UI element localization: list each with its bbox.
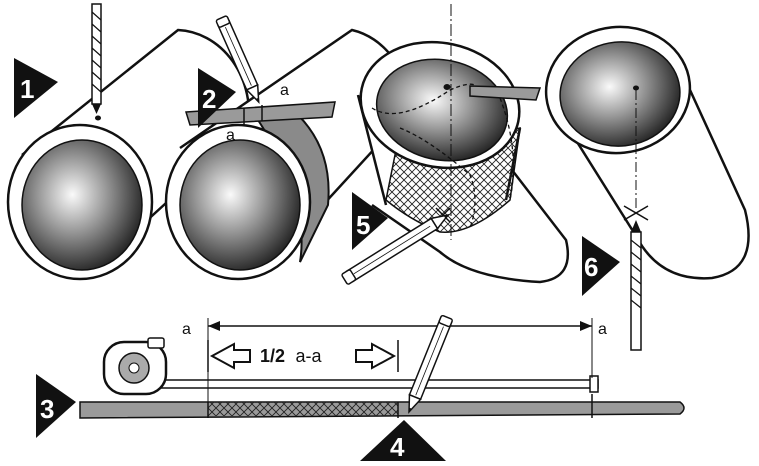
pipe-6 bbox=[544, 25, 750, 280]
step-number-2: 2 bbox=[202, 84, 216, 114]
step-number-5: 5 bbox=[356, 210, 370, 240]
drill-bit-6 bbox=[630, 220, 642, 351]
step-number-6: 6 bbox=[584, 252, 598, 282]
drill-bit-1 bbox=[91, 3, 102, 114]
half-measure-label: 1/2 a-a bbox=[260, 346, 322, 366]
pencil-2 bbox=[215, 15, 260, 104]
pencil-5 bbox=[341, 213, 450, 285]
pipe-2 bbox=[164, 28, 412, 281]
dimension-label-a-right: a bbox=[598, 321, 607, 338]
tape-measure bbox=[102, 337, 599, 396]
step-badge-6: 6 bbox=[582, 236, 620, 296]
step-number-3: 3 bbox=[40, 394, 54, 424]
step-badge-1: 1 bbox=[14, 58, 58, 118]
paper-strip bbox=[79, 394, 685, 419]
step-badge-2: 2 bbox=[198, 68, 236, 128]
step-badge-3: 3 bbox=[36, 374, 76, 438]
step-number-1: 1 bbox=[20, 74, 34, 104]
step-badge-4: 4 bbox=[360, 420, 446, 462]
half-arrow bbox=[207, 340, 399, 372]
pencil-4 bbox=[408, 314, 453, 414]
pipe-5 bbox=[356, 4, 570, 284]
half-fraction: 1/2 bbox=[260, 346, 285, 366]
strip-label-a-top: a bbox=[280, 82, 289, 99]
half-span: a-a bbox=[295, 346, 322, 366]
strip-label-a-bottom: a bbox=[226, 127, 235, 144]
step-number-4: 4 bbox=[390, 432, 405, 461]
step-badge-5: 5 bbox=[352, 192, 388, 250]
dimension-label-a-left: a bbox=[182, 321, 191, 338]
